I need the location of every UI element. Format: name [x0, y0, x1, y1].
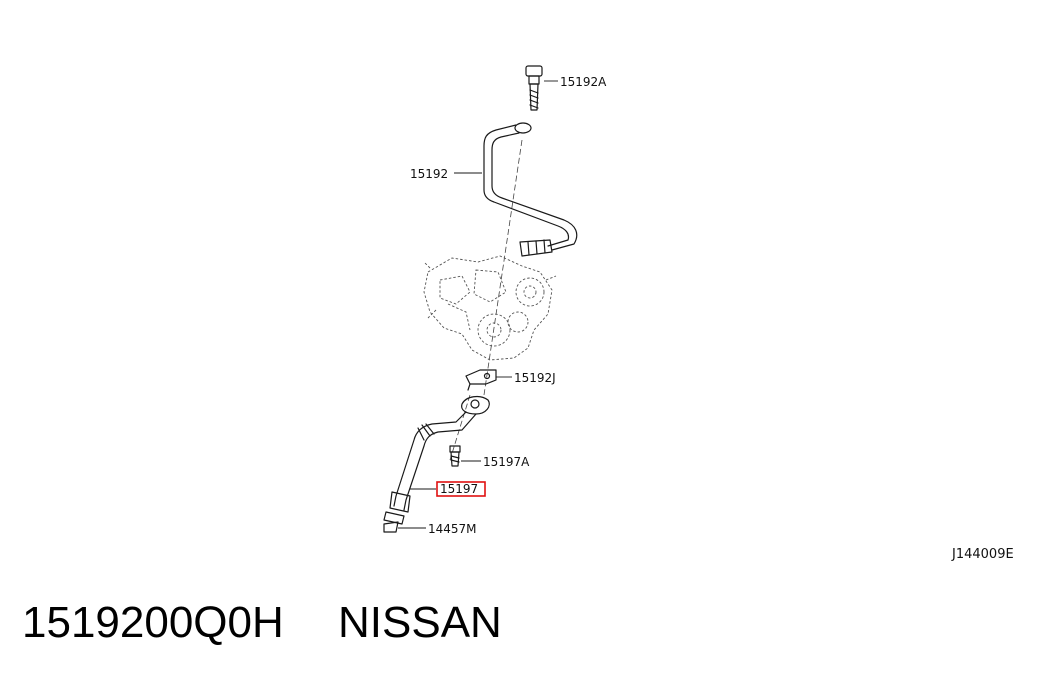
fitting: [383, 521, 399, 533]
callout-bolt-lower: 15197A: [461, 455, 530, 469]
label-15192A: 15192A: [560, 75, 607, 89]
label-14457M: 14457M: [428, 522, 477, 536]
label-15197: 15197: [440, 482, 478, 496]
highlight-box: [436, 481, 486, 497]
oil-feed-tube: [483, 122, 578, 257]
label-15192J: 15192J: [514, 371, 556, 385]
brand-name: NISSAN: [338, 598, 502, 647]
bracket: [465, 369, 497, 391]
alignment-lines: [449, 139, 523, 461]
callout-hose: 15197: [410, 481, 486, 497]
bolt-lower: [449, 445, 461, 467]
oil-return-hose: [383, 395, 490, 525]
callout-fitting: 14457M: [398, 522, 477, 536]
banjo-bolt-top: [525, 65, 543, 111]
label-15197A: 15197A: [483, 455, 530, 469]
label-15192: 15192: [410, 167, 448, 181]
turbocharger-phantom: [423, 255, 557, 361]
callout-bracket: 15192J: [496, 371, 556, 385]
callout-bolt-top: 15192A: [544, 75, 607, 89]
figure-code: J144009E: [951, 547, 1014, 562]
part-number: 1519200Q0H: [22, 598, 284, 647]
part-title: 1519200Q0H NISSAN: [22, 598, 502, 648]
callout-tube: 15192: [410, 167, 482, 181]
